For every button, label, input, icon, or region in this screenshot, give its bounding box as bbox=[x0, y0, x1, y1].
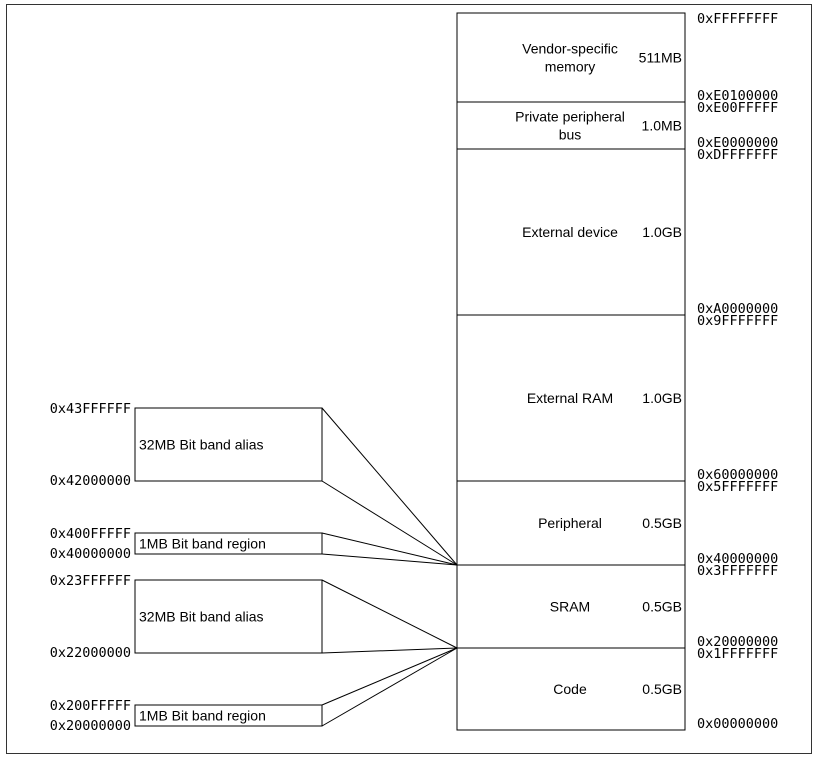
connector-line bbox=[321, 480, 458, 566]
region-bottom-address: 0x60000000 bbox=[697, 467, 778, 483]
connector-line bbox=[321, 647, 458, 654]
bit-band-bottom-address: 0x40000000 bbox=[50, 546, 131, 562]
bit-band-label: 1MB Bit band region bbox=[139, 708, 266, 724]
connector-line bbox=[321, 553, 458, 566]
bit-band-top-address: 0x200FFFFF bbox=[50, 698, 131, 714]
region-size: 1.0MB bbox=[642, 118, 682, 134]
bit-band-top-address: 0x400FFFFF bbox=[50, 526, 131, 542]
region-bottom-address: 0x40000000 bbox=[697, 551, 778, 567]
region-name: Private peripheral bbox=[515, 109, 625, 125]
bit-band-box: 1MB Bit band region 0x200FFFFF 0x20000000 bbox=[50, 698, 323, 734]
bit-band-top-address: 0x23FFFFFF bbox=[50, 573, 131, 589]
region-bottom-address: 0xE0100000 bbox=[697, 88, 778, 104]
region-bottom-address: 0xE0000000 bbox=[697, 135, 778, 151]
region-name: External device bbox=[522, 224, 618, 240]
region-name: Peripheral bbox=[538, 515, 602, 531]
bit-band-rect bbox=[134, 579, 323, 654]
memory-map-outline bbox=[456, 12, 686, 731]
bit-band-bottom-address: 0x42000000 bbox=[50, 473, 131, 489]
bit-band-label: 1MB Bit band region bbox=[139, 536, 266, 552]
bit-band-bottom-address: 0x22000000 bbox=[50, 645, 131, 661]
region-name: bus bbox=[559, 127, 582, 143]
memory-region: Peripheral 0.5GB bbox=[538, 515, 682, 531]
region-size: 1.0GB bbox=[642, 224, 682, 240]
connector-line bbox=[321, 407, 458, 566]
region-top-address: 0x9FFFFFFF bbox=[697, 313, 778, 329]
bit-band-rect bbox=[134, 407, 323, 482]
region-bottom-address: 0x20000000 bbox=[697, 634, 778, 650]
region-name: memory bbox=[545, 59, 596, 75]
region-top-address: 0x5FFFFFFF bbox=[697, 479, 778, 495]
bit-band-bottom-address: 0x20000000 bbox=[50, 718, 131, 734]
main-memory-map: Vendor-specific memory 511MB Private periph… bbox=[456, 11, 778, 732]
memory-region: Vendor-specific memory 511MB bbox=[522, 41, 682, 75]
region-size: 0.5GB bbox=[642, 515, 682, 531]
bit-band-rect bbox=[134, 532, 323, 555]
region-top-address: 0xFFFFFFFF bbox=[697, 11, 778, 27]
connector-line bbox=[321, 647, 458, 706]
region-top-address: 0x3FFFFFFF bbox=[697, 563, 778, 579]
bit-band-top-address: 0x43FFFFFF bbox=[50, 401, 131, 417]
region-bottom-address: 0xA0000000 bbox=[697, 301, 778, 317]
region-top-address: 0xDFFFFFFF bbox=[697, 147, 778, 163]
diagram-frame bbox=[6, 4, 812, 754]
memory-region: SRAM 0.5GB bbox=[550, 599, 682, 615]
connector-line bbox=[321, 532, 458, 566]
bit-band-box: 1MB Bit band region 0x400FFFFF 0x40000000 bbox=[50, 526, 323, 562]
region-size: 511MB bbox=[639, 50, 682, 66]
memory-region: External device 1.0GB bbox=[522, 224, 682, 240]
region-name: External RAM bbox=[527, 390, 613, 406]
region-bottom-address: 0x00000000 bbox=[697, 716, 778, 732]
bit-band-label: 32MB Bit band alias bbox=[139, 437, 264, 453]
region-name: Code bbox=[553, 681, 587, 697]
connector-lines bbox=[321, 407, 458, 727]
region-top-address: 0xE00FFFFF bbox=[697, 100, 778, 116]
bit-band-regions: 32MB Bit band alias 0x43FFFFFF 0x42000000 1… bbox=[50, 401, 323, 734]
region-size: 0.5GB bbox=[642, 599, 682, 615]
region-size: 1.0GB bbox=[642, 390, 682, 406]
bit-band-box: 32MB Bit band alias 0x43FFFFFF 0x42000000 bbox=[50, 401, 323, 489]
memory-region: Private peripheral bus 1.0MB bbox=[515, 109, 682, 143]
region-name: Vendor-specific bbox=[522, 41, 618, 57]
connector-line bbox=[321, 647, 458, 727]
bit-band-box: 32MB Bit band alias 0x23FFFFFF 0x22000000 bbox=[50, 573, 323, 661]
bit-band-label: 32MB Bit band alias bbox=[139, 609, 264, 625]
region-size: 0.5GB bbox=[642, 681, 682, 697]
connector-line bbox=[321, 579, 458, 649]
region-top-address: 0x1FFFFFFF bbox=[697, 646, 778, 662]
memory-region: Code 0.5GB bbox=[553, 681, 682, 697]
memory-region: External RAM 1.0GB bbox=[527, 390, 682, 406]
region-name: SRAM bbox=[550, 599, 590, 615]
bit-band-rect bbox=[134, 704, 323, 727]
